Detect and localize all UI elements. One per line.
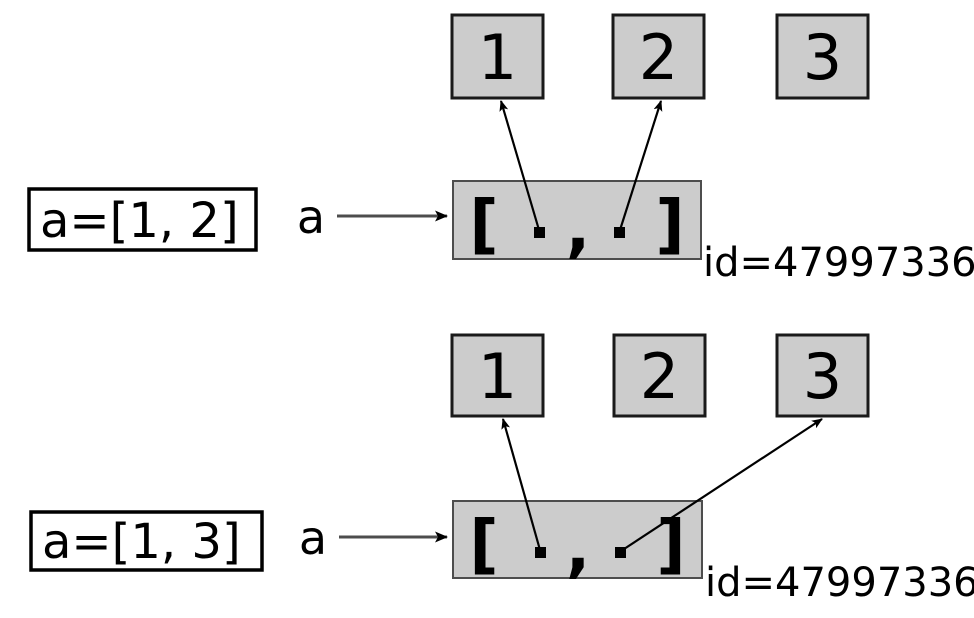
reference-arrow-slot0-to-value1-after: [501, 418, 542, 551]
open-bracket-before: [: [469, 188, 498, 262]
panel-before: 1 2 3 a=[1, 2] a [ , ] id=47997336: [27, 13, 974, 286]
variable-label-a-after: a: [299, 511, 327, 565]
list-object-before[interactable]: [ , ]: [452, 180, 702, 266]
close-bracket-before: ]: [655, 188, 684, 262]
value-box-1-label: 1: [478, 21, 517, 94]
panel-after: 1 2 3 a=[1, 3] a [ , ] id=47997336: [29, 333, 974, 606]
value-box-2-after-label: 2: [640, 340, 679, 413]
value-box-3-after-rect: [775, 333, 870, 418]
code-box-after-rect: [29, 510, 264, 572]
list-object-after-rect: [452, 500, 703, 579]
value-box-2-after[interactable]: 2: [612, 333, 707, 418]
value-box-1-rect: [450, 13, 545, 100]
close-bracket-after: ]: [656, 508, 685, 582]
value-box-3-after[interactable]: 3: [775, 333, 870, 418]
code-box-before-rect: [27, 187, 258, 252]
value-box-2-after-rect: [612, 333, 707, 418]
reference-arrow-slot1-to-value2-before: [618, 100, 663, 231]
code-box-after-label: a=[1, 3]: [42, 514, 241, 570]
value-box-2-rect: [611, 13, 706, 100]
value-box-2[interactable]: 2: [611, 13, 706, 100]
value-box-1-after-label: 1: [478, 340, 517, 413]
comma-before: ,: [566, 192, 590, 266]
open-bracket-after: [: [469, 508, 498, 582]
variable-label-a-before: a: [297, 190, 325, 244]
value-box-1[interactable]: 1: [450, 13, 545, 100]
id-label-after: id=47997336: [705, 560, 974, 606]
value-box-1-after-rect: [450, 333, 545, 418]
code-box-before[interactable]: a=[1, 2]: [27, 187, 258, 252]
value-box-3-rect: [775, 13, 870, 100]
id-label-before: id=47997336: [703, 240, 974, 286]
value-box-1-after[interactable]: 1: [450, 333, 545, 418]
code-box-before-label: a=[1, 2]: [40, 193, 239, 249]
list-object-after[interactable]: [ , ]: [452, 500, 703, 586]
list-slot-1-after[interactable]: [615, 547, 626, 558]
code-box-after[interactable]: a=[1, 3]: [29, 510, 264, 572]
value-box-3-after-label: 3: [803, 340, 842, 413]
list-slot-1-before[interactable]: [614, 227, 625, 238]
value-box-2-label: 2: [639, 21, 678, 94]
list-slot-0-before[interactable]: [534, 227, 545, 238]
list-object-before-rect: [452, 180, 702, 260]
value-box-3[interactable]: 3: [775, 13, 870, 100]
value-box-3-label: 3: [803, 21, 842, 94]
reference-arrow-slot1-to-value3-after: [620, 418, 823, 552]
list-slot-0-after[interactable]: [535, 547, 546, 558]
reference-arrow-slot0-to-value1-before: [499, 100, 541, 231]
comma-after: ,: [566, 512, 590, 586]
